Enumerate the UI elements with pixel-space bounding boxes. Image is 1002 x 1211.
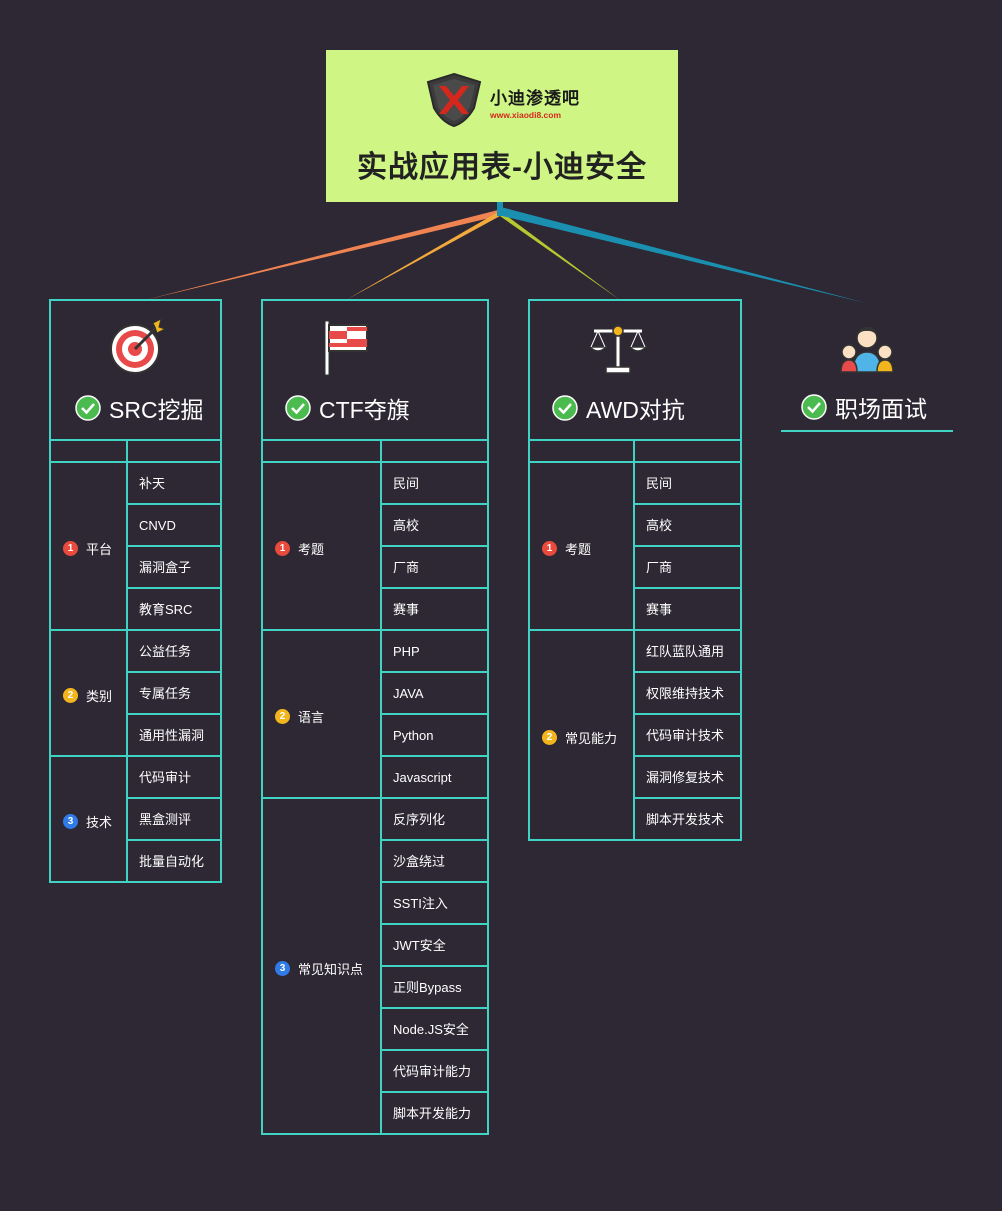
list-item: CNVD (139, 518, 176, 533)
career-underline (781, 430, 953, 432)
list-item: 正则Bypass (393, 980, 462, 995)
list-item: SSTI注入 (393, 896, 448, 911)
shield-logo-icon (426, 72, 482, 128)
list-item: 教育SRC (139, 602, 193, 617)
number-badge: 2 (63, 688, 78, 703)
people-icon (840, 326, 894, 373)
flag-icon (324, 320, 368, 376)
list-item: 脚本开发能力 (393, 1106, 472, 1121)
number-badge: 2 (275, 709, 290, 724)
list-item: 沙盒绕过 (393, 854, 446, 869)
list-item: 漏洞修复技术 (646, 770, 725, 785)
list-item: Javascript (393, 770, 452, 785)
check-icon (801, 394, 827, 420)
scales-icon (588, 324, 648, 374)
list-item: 赛事 (393, 602, 420, 617)
root-node: 小迪渗透吧 www.xiaodi8.com 实战应用表-小迪安全 (326, 50, 678, 202)
list-item: PHP (393, 644, 420, 659)
list-item: 赛事 (646, 602, 673, 617)
list-item: JAVA (393, 686, 424, 701)
target-icon (110, 318, 167, 374)
connector-ctf (346, 212, 500, 300)
list-item: Node.JS安全 (393, 1022, 469, 1037)
branch-src-title: SRC挖掘 (75, 391, 204, 425)
branch-awd-header: AWD对抗 (530, 301, 740, 441)
branch-ctf-header: CTF夺旗 (263, 301, 487, 441)
list-item: 代码审计技术 (646, 728, 725, 743)
root-title: 实战应用表-小迪安全 (357, 151, 647, 184)
list-item: 权限维持技术 (646, 686, 725, 701)
logo-url: www.xiaodi8.com (490, 110, 562, 120)
branch-ctf-title: CTF夺旗 (285, 391, 410, 425)
list-item: 民间 (646, 476, 673, 491)
list-item: 民间 (393, 476, 420, 491)
number-badge: 1 (542, 541, 557, 556)
list-item: 批量自动化 (139, 854, 205, 869)
list-item: 厂商 (393, 560, 420, 575)
connector-lines (145, 200, 866, 303)
connector-career (497, 206, 866, 303)
branch-career: 职场面试 (781, 318, 953, 434)
check-icon (285, 395, 311, 421)
branch-awd-title: AWD对抗 (552, 391, 685, 425)
logo: 小迪渗透吧 www.xiaodi8.com (424, 72, 584, 128)
list-item: 代码审计能力 (393, 1064, 472, 1079)
number-badge: 1 (275, 541, 290, 556)
number-badge: 2 (542, 730, 557, 745)
number-badge: 1 (63, 541, 78, 556)
list-item: 通用性漏洞 (139, 728, 205, 743)
list-item: 代码审计 (139, 770, 192, 785)
logo-text: 小迪渗透吧 (490, 89, 580, 108)
list-item: 反序列化 (393, 812, 446, 827)
number-badge: 3 (275, 961, 290, 976)
list-item: 补天 (139, 476, 166, 491)
list-item: 高校 (393, 518, 420, 533)
connector-src (145, 210, 498, 300)
number-badge: 3 (63, 814, 78, 829)
check-icon (75, 395, 101, 421)
list-item: JWT安全 (393, 938, 446, 953)
list-item: 专属任务 (139, 686, 192, 701)
list-item: Python (393, 728, 434, 743)
list-item: 公益任务 (139, 644, 192, 659)
check-icon (552, 395, 578, 421)
branch-src-header: SRC挖掘 (51, 301, 220, 441)
list-item: 红队蓝队通用 (646, 644, 725, 659)
list-item: 漏洞盒子 (139, 560, 192, 575)
list-item: 厂商 (646, 560, 673, 575)
branch-career-title: 职场面试 (801, 390, 927, 424)
list-item: 黑盒测评 (139, 812, 192, 827)
list-item: 脚本开发技术 (646, 812, 725, 827)
list-item: 高校 (646, 518, 673, 533)
connector-awd (497, 213, 620, 300)
